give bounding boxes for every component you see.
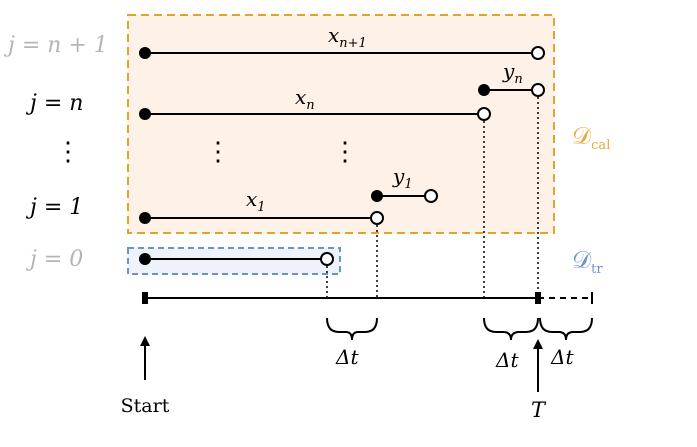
filled-dot xyxy=(139,108,151,120)
open-dot xyxy=(477,107,491,121)
open-dot xyxy=(320,252,334,266)
filled-dot xyxy=(478,84,490,96)
axis-start-tick xyxy=(142,292,148,304)
row-label-j-n-plus-1: j = n + 1 xyxy=(3,33,108,58)
open-dot xyxy=(531,83,545,97)
filled-dot xyxy=(139,212,151,224)
open-dot xyxy=(370,211,384,225)
row-label-dots: ⋮ xyxy=(55,137,81,167)
label-x-1: x1 xyxy=(246,187,266,215)
row-label-j-1: j = 1 xyxy=(25,195,83,220)
brace-delta-t-3 xyxy=(539,317,593,341)
label-x-n-plus-1: xn+1 xyxy=(328,23,367,51)
axis-T-tick xyxy=(535,292,541,304)
label-delta-t-2: Δt xyxy=(495,348,519,372)
label-x-n: xn xyxy=(295,85,315,113)
label-d-tr: 𝒟tr xyxy=(572,246,603,277)
label-delta-t-3: Δt xyxy=(550,345,574,369)
label-delta-t-1: Δt xyxy=(335,345,359,369)
label-start: Start xyxy=(121,395,170,417)
mid-dots-left: ⋮ xyxy=(205,137,231,167)
label-d-cal: 𝒟cal xyxy=(572,122,610,153)
brace-delta-t-1 xyxy=(326,317,378,341)
mid-dots-right: ⋮ xyxy=(332,137,358,167)
filled-dot xyxy=(139,253,151,265)
filled-dot xyxy=(139,47,151,59)
row-label-j-n: j = n xyxy=(25,91,83,116)
open-dot xyxy=(424,189,438,203)
open-dot xyxy=(531,46,545,60)
calibration-set-box xyxy=(127,14,555,234)
label-T: T xyxy=(531,398,547,422)
filled-dot xyxy=(371,190,383,202)
label-y-n: yn xyxy=(502,59,523,87)
training-set-box xyxy=(127,247,341,275)
label-y-1: y1 xyxy=(392,164,413,192)
brace-delta-t-2 xyxy=(483,317,539,341)
row-label-j-0: j = 0 xyxy=(25,247,83,272)
